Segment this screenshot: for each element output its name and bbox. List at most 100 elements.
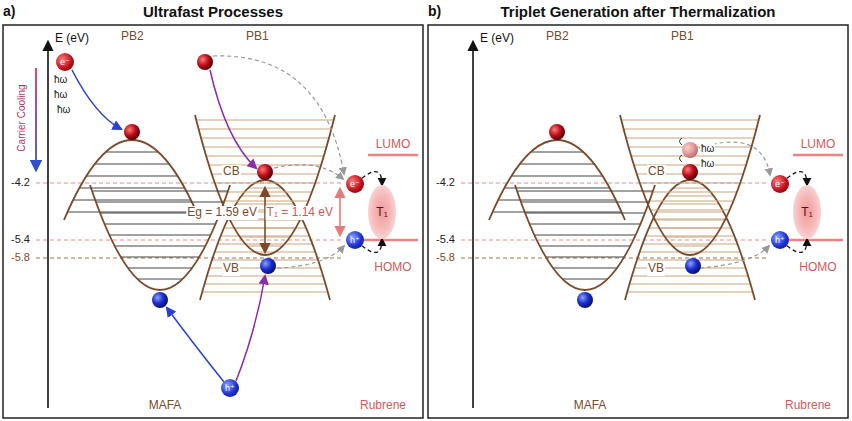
band-label: PB1	[670, 30, 695, 44]
carrier-symbol: e⁻	[60, 58, 70, 67]
energy-level	[106, 152, 159, 153]
band-label: ħω	[56, 104, 71, 116]
energy-level	[196, 120, 333, 121]
energy-level	[521, 202, 649, 203]
band-group	[64, 115, 760, 300]
electron-ball: e⁻	[771, 175, 789, 193]
energy-level	[201, 138, 329, 139]
carrier-symbol: h⁺	[775, 236, 785, 245]
panel-letter: a)	[3, 3, 15, 19]
panel-title: Ultrafast Processes	[143, 3, 283, 20]
energy-level	[643, 192, 737, 193]
panel-title: Triplet Generation after Thermalization	[500, 3, 775, 20]
energy-level	[640, 183, 740, 184]
energy-level	[498, 200, 616, 201]
energy-level	[525, 213, 645, 214]
band-parabola	[64, 140, 200, 220]
energy-level	[215, 183, 315, 184]
transfer-arrow	[787, 172, 807, 185]
transfer-arrow	[362, 172, 382, 185]
band-parabola	[489, 140, 625, 220]
energy-level	[553, 268, 617, 269]
band-label: ħω	[700, 158, 715, 170]
band-label: -5.4	[10, 233, 31, 246]
energy-level	[86, 176, 177, 177]
band-label: MAFA	[573, 399, 608, 413]
band-label: CB	[647, 165, 666, 179]
hole-ball: h⁺	[221, 379, 239, 397]
energy-level	[96, 202, 224, 203]
band-label: Eg = 1.59 eV	[186, 206, 258, 220]
arrows-panel-b	[680, 138, 771, 268]
electron-ball: e⁻	[346, 175, 364, 193]
panel-letter: b)	[428, 3, 441, 19]
energy-level	[105, 224, 216, 225]
band-label: E (eV)	[479, 32, 515, 46]
transfer-arrow	[787, 239, 807, 252]
energy-level	[621, 120, 758, 121]
band-label: VB	[222, 262, 240, 276]
band-label: ħω	[53, 89, 68, 101]
energy-level	[626, 138, 754, 139]
band-label: PB2	[545, 30, 570, 44]
carrier-symbol: h⁺	[350, 236, 360, 245]
energy-level	[540, 246, 631, 247]
electron-ball: e⁻	[56, 53, 74, 71]
figure-panel: a)Ultrafast Processese⁻h⁺e⁻h⁺T₁	[3, 25, 423, 418]
band-label: LUMO	[800, 138, 837, 152]
energy-level	[659, 228, 720, 229]
energy-level	[629, 284, 750, 285]
energy-level	[649, 228, 731, 229]
panel-frame	[3, 25, 423, 418]
band-label: HOMO	[373, 261, 412, 275]
hole-ball: h⁺	[771, 231, 789, 249]
energy-level	[517, 191, 653, 192]
arrows-panel-a	[36, 56, 344, 382]
energy-level	[204, 284, 325, 285]
energy-level	[121, 257, 199, 258]
panel-frame	[428, 25, 848, 418]
band-label: LUMO	[375, 138, 412, 152]
energy-level	[640, 252, 741, 253]
energy-level	[643, 244, 738, 245]
energy-level	[204, 147, 327, 148]
band-label: PB2	[120, 30, 145, 44]
energy-level	[647, 201, 734, 202]
carrier-symbol: e⁻	[775, 180, 785, 189]
energy-level	[199, 129, 332, 130]
carrier-symbol: h⁺	[225, 384, 235, 393]
energy-level	[531, 152, 584, 153]
band-label: PB1	[245, 30, 270, 44]
energy-level	[128, 268, 192, 269]
band-parabola	[620, 115, 760, 255]
energy-level	[666, 196, 713, 197]
band-parabola	[515, 185, 655, 290]
energy-level	[656, 212, 723, 213]
energy-axis-and-levels	[461, 42, 843, 408]
energy-level	[137, 279, 182, 280]
band-label: Rubrene	[784, 399, 832, 413]
carrier-symbol: e⁻	[350, 180, 360, 189]
energy-level	[73, 200, 191, 201]
energy-level	[79, 188, 184, 189]
energy-level	[650, 210, 729, 211]
band-label: CB	[222, 165, 241, 179]
band-label: Carrier Cooling	[16, 83, 28, 152]
energy-level	[661, 204, 719, 205]
energy-axis-and-levels	[36, 42, 418, 408]
energy-level	[206, 156, 324, 157]
band-label: E (eV)	[54, 32, 90, 46]
band-parabola	[90, 185, 230, 290]
energy-level	[534, 235, 635, 236]
energy-level	[109, 235, 210, 236]
carrier-symbol: T₁	[801, 206, 812, 218]
carrier-symbol: T₁	[376, 206, 387, 218]
energy-level	[511, 176, 602, 177]
figure-panel: b)Triplet Generation after Thermalizatio…	[428, 25, 848, 418]
energy-level	[92, 191, 228, 192]
energy-level	[67, 212, 196, 213]
band-label: -5.4	[435, 233, 456, 246]
energy-level	[492, 212, 621, 213]
